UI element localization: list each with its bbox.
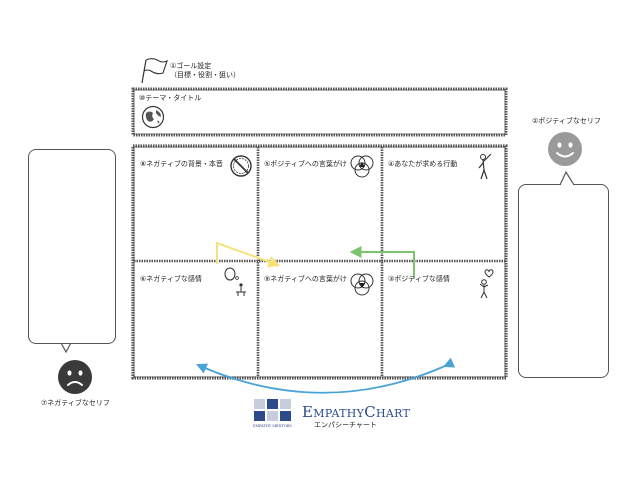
prohibited-icon bbox=[230, 155, 252, 177]
cell-desired-action: ④あなたが求める行動 bbox=[388, 160, 458, 168]
brand-subtitle: エンパシーチャート bbox=[314, 421, 377, 429]
thinking-person-icon bbox=[224, 267, 246, 296]
theme-label: ⑩テーマ・タイトル bbox=[139, 94, 202, 102]
person-raising-arm-icon bbox=[478, 153, 492, 180]
cell-negative-background: ⑧ネガティブの背景・本音 bbox=[140, 160, 223, 168]
cell-negative-emotion: ⑥ネガティブな感情 bbox=[140, 275, 202, 283]
goal-title: ①ゴール設定 bbox=[170, 62, 212, 70]
globe-icon bbox=[141, 105, 165, 129]
theme-box bbox=[131, 87, 508, 137]
cell-positive-emotion: ③ポジティブな感情 bbox=[388, 275, 450, 283]
smiley-face-icon bbox=[548, 132, 582, 166]
negative-speech-bubble[interactable] bbox=[28, 149, 116, 344]
venn-up-icon bbox=[350, 155, 374, 178]
positive-lines-label: ②ポジティブなセリフ bbox=[532, 117, 601, 125]
sad-face-icon bbox=[58, 360, 92, 394]
green-arrow bbox=[349, 246, 415, 278]
right-bubble-tail bbox=[559, 170, 575, 186]
cell-positive-words: ⑤ポジティブへの言葉がけ bbox=[264, 160, 347, 168]
blue-arc-arrow bbox=[196, 357, 456, 394]
brand-logo-text: EMPATHY MENTORS bbox=[253, 424, 292, 428]
venn-down-icon bbox=[350, 273, 374, 296]
goal-label: ①ゴール設定 （目標・役割・狙い） bbox=[170, 62, 240, 80]
person-heart-icon bbox=[479, 269, 494, 299]
positive-speech-bubble[interactable] bbox=[518, 184, 609, 378]
flag-icon bbox=[141, 58, 168, 84]
yellow-arrow bbox=[216, 241, 281, 268]
empathy-mentors-logo bbox=[254, 399, 291, 421]
goal-subtitle: （目標・役割・狙い） bbox=[170, 70, 240, 79]
main-grid bbox=[131, 144, 508, 380]
cell-negative-words: ⑨ネガティブへの言葉がけ bbox=[264, 275, 347, 283]
brand-name: EMPATHYCHART bbox=[302, 403, 411, 421]
negative-lines-label: ⑦ネガティブなセリフ bbox=[41, 399, 110, 407]
